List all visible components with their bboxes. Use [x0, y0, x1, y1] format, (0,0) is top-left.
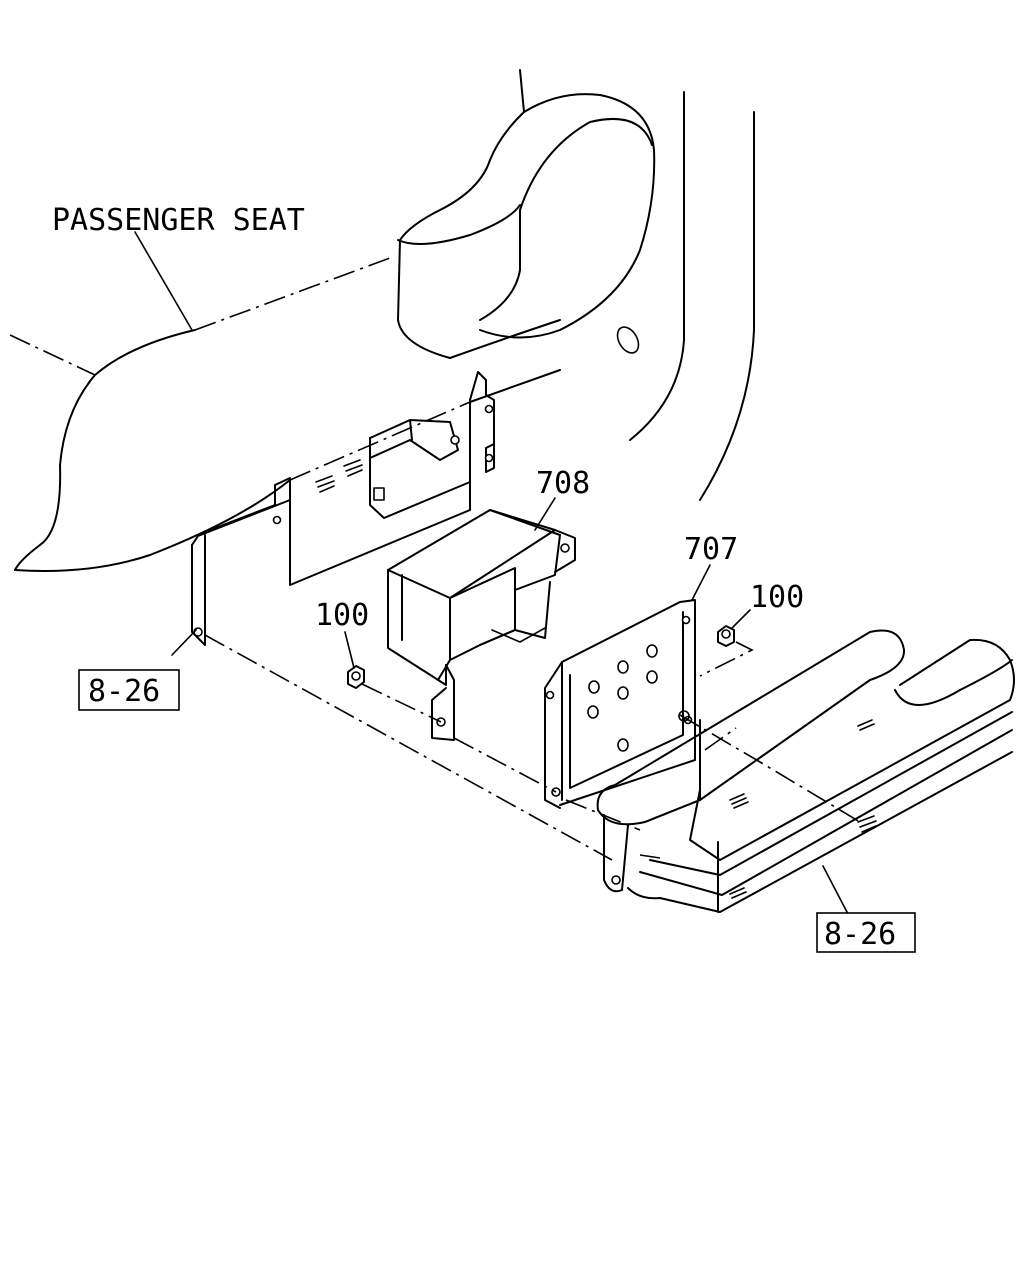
plate-707 — [544, 599, 696, 809]
nut-left — [347, 665, 365, 689]
leader-lines — [134, 231, 849, 915]
ref-left-label: 8-26 — [88, 674, 160, 709]
ref-box-right: 8-26 — [816, 912, 916, 953]
passenger-seat-label: PASSENGER SEAT — [52, 203, 305, 238]
ref-box-left: 8-26 — [78, 669, 180, 711]
bracket-708 — [387, 509, 576, 741]
floor-rail — [596, 629, 1015, 913]
seat-bracket — [191, 371, 495, 646]
ref-right-label: 8-26 — [824, 917, 896, 952]
part-707-label: 707 — [684, 532, 738, 567]
assembly-lines — [204, 634, 861, 861]
passenger-seat-outline — [9, 69, 755, 572]
nut-right — [717, 625, 735, 647]
part-708-label: 708 — [536, 466, 590, 501]
part-100-left-label: 100 — [315, 598, 369, 633]
part-100-right-label: 100 — [750, 580, 804, 615]
